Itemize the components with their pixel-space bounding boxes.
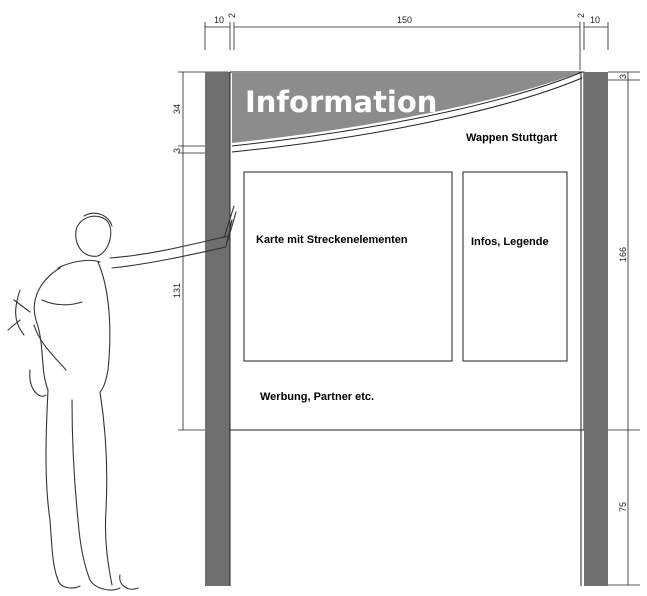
dim-total-board-height: 166 (618, 247, 628, 262)
top-dimensions (204, 22, 609, 70)
map-panel (243, 171, 453, 362)
dim-band-left: 3 (172, 148, 182, 153)
dim-leg-height: 75 (618, 502, 628, 512)
dim-post-left-width: 10 (214, 15, 224, 25)
person-sketch (7, 205, 237, 591)
header-curve-lower (231, 71, 583, 147)
dim-gap-right: 2 (576, 13, 586, 18)
info-panel (462, 171, 568, 362)
map-panel-label: Karte mit Streckenelementen (256, 234, 408, 246)
post-right (584, 72, 608, 586)
dim-header-height: 34 (172, 104, 182, 114)
sign-title: Information (245, 85, 437, 119)
dim-band-right: 3 (618, 74, 628, 79)
dim-board-width: 150 (397, 15, 412, 25)
sponsor-label: Werbung, Partner etc. (260, 391, 374, 403)
header-curve-band (231, 77, 583, 153)
crest-label: Wappen Stuttgart (466, 132, 558, 144)
post-left (205, 72, 230, 586)
dim-post-right-width: 10 (590, 15, 600, 25)
dim-lower-panel-height: 131 (172, 283, 182, 298)
dim-gap-left: 2 (227, 13, 237, 18)
header-band (232, 73, 578, 143)
info-panel-label: Infos, Legende (471, 236, 549, 248)
